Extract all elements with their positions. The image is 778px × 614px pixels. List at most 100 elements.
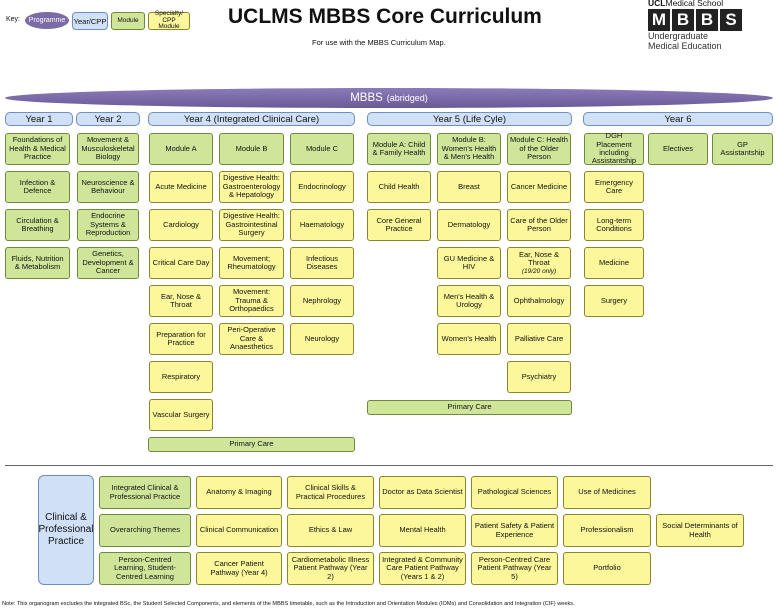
year1-module: Infection & Defence [5,171,70,203]
year1-module: Circulation & Breathing [5,209,70,241]
cpp-module: Person-Centred Learning, Student-Centred… [99,552,191,585]
key-module: Module [111,12,145,30]
year4-specialty: Haematology [290,209,354,241]
cpp-module: Overarching Themes [99,514,191,547]
year5-specialty: Core General Practice [367,209,431,241]
programme-sub: (abridged) [386,93,428,103]
year5-specialty: Women's Health [437,323,501,355]
year5-module-a: Module A: Child & Family Health [367,133,431,165]
year4-specialty: Cardiology [149,209,213,241]
cpp-item: Mental Health [379,514,466,547]
year5-primary-care: Primary Care [367,400,572,415]
year2-module: Neuroscience & Behaviour [77,171,139,203]
year4-specialty: Nephrology [290,285,354,317]
cpp-item: Pathological Sciences [471,476,558,509]
cpp-item: Cardiometabolic Illness Patient Pathway … [287,552,374,585]
cpp-item: Anatomy & Imaging [196,476,282,509]
year5-module-c: Module C: Health of the Older Person [507,133,571,165]
logo-line2: Medical Education [648,41,722,51]
year6-specialty: Medicine [584,247,644,279]
year5-specialty: Palliative Care [507,323,571,355]
year6-module: DGH Placement including Assistantship [584,132,644,165]
year-6-header: Year 6 [583,112,773,126]
cpp-item: Social Determinants of Health [656,514,744,547]
page-subtitle: For use with the MBBS Curriculum Map. [312,38,446,47]
year-1-header: Year 1 [5,112,73,126]
year2-module: Movement & Musculoskeletal Biology [77,133,139,165]
year6-specialty: Long-term Conditions [584,209,644,241]
logo-letter: M [648,9,670,31]
year5-specialty: Breast [437,171,501,203]
cpp-item: Cancer Patient Pathway (Year 4) [196,552,282,585]
cpp-item: Patient Safety & Patient Experience [471,514,558,547]
key-specialty: Specialty/ CPP Module [148,11,190,30]
logo-ucl-text: UCL [648,0,666,8]
year4-specialty: Digestive Health: Gastrointestinal Surge… [219,209,284,241]
programme-bar: MBBS (abridged) [5,88,773,108]
ent-note: (19/20 only) [521,267,557,275]
cpp-item: Professionalism [563,514,651,547]
cpp-item: Portfolio [563,552,651,585]
key-year-cpp: Year/CPP [72,12,108,30]
year4-module-b: Module B [219,133,284,165]
year5-specialty: Psychiatry [507,361,571,393]
logo-letter: S [720,9,742,31]
year5-specialty-ent: Ear, Nose & Throat (19/20 only) [507,247,571,279]
year4-specialty: Acute Medicine [149,171,213,203]
year5-module-b: Module B: Women's Health & Men's Health [437,133,501,165]
page-title: UCLMS MBBS Core Curriculum [228,5,542,28]
logo-letter: B [672,9,694,31]
year4-primary-care: Primary Care [148,437,355,452]
key-label: Key: [6,16,21,23]
programme-label: MBBS [350,92,383,104]
logo-line1: Undergraduate [648,31,709,41]
year4-module-a: Module A [149,133,213,165]
ent-label: Ear, Nose & Throat [518,249,560,268]
year4-specialty: Neurology [290,323,354,355]
year4-specialty: Movement: Trauma & Orthopaedics [219,285,284,317]
year4-specialty: Ear, Nose & Throat [149,285,213,317]
year5-specialty: Dermatology [437,209,501,241]
year5-specialty: Cancer Medicine [507,171,571,203]
year5-specialty: Care of the Older Person [507,209,571,241]
logo-letter: B [696,9,718,31]
year6-specialty: Emergency Care [584,171,644,203]
year-2-header: Year 2 [76,112,140,126]
year4-module-c: Module C [290,133,354,165]
year4-specialty: Endocrinology [290,171,354,203]
year4-specialty: Movement; Rheumatology [219,247,284,279]
cpp-title: Clinical & Professional Practice [38,475,94,585]
key-programme: Programme [25,12,69,29]
year4-specialty: Respiratory [149,361,213,393]
year4-specialty: Vascular Surgery [149,399,213,431]
year5-specialty: Men's Health & Urology [437,285,501,317]
year2-module: Genetics, Development & Cancer [77,247,139,279]
cpp-module: Integrated Clinical & Professional Pract… [99,476,191,509]
year-5-header: Year 5 (Life Cyle) [367,112,572,126]
year4-specialty: Peri-Operative Care & Anaesthetics [219,323,284,355]
year-4-header: Year 4 (Integrated Clinical Care) [148,112,355,126]
year5-specialty: Ophthalmology [507,285,571,317]
year1-module: Fluids, Nutrition & Metabolism [5,247,70,279]
cpp-item: Clinical Skills & Practical Procedures [287,476,374,509]
cpp-item: Ethics & Law [287,514,374,547]
cpp-item: Use of Medicines [563,476,651,509]
section-divider [5,465,773,466]
year4-specialty: Critical Care Day [149,247,213,279]
year6-module: Electives [648,133,708,165]
ucl-logo: UCLMedical School M B B S Undergraduate … [648,0,776,56]
year4-specialty: Infectious Diseases [290,247,354,279]
logo-school-text: Medical School [665,0,724,8]
year6-specialty: Surgery [584,285,644,317]
year5-specialty: Child Health [367,171,431,203]
cpp-item: Person-Centred Care Patient Pathway (Yea… [471,552,558,585]
year2-module: Endocrine Systems & Reproduction [77,209,139,241]
cpp-item: Clinical Communication [196,514,282,547]
year6-module: GP Assistantship [712,133,773,165]
cpp-item: Integrated & Community Care Patient Path… [379,552,466,585]
year4-specialty: Preparation for Practice [149,323,213,355]
year5-specialty: GU Medicine & HIV [437,247,501,279]
footnote: Note: This organogram excludes the integ… [2,601,575,607]
year1-module: Foundations of Health & Medical Practice [5,133,70,165]
year4-specialty: Digestive Health: Gastroenterology & Hep… [219,171,284,203]
